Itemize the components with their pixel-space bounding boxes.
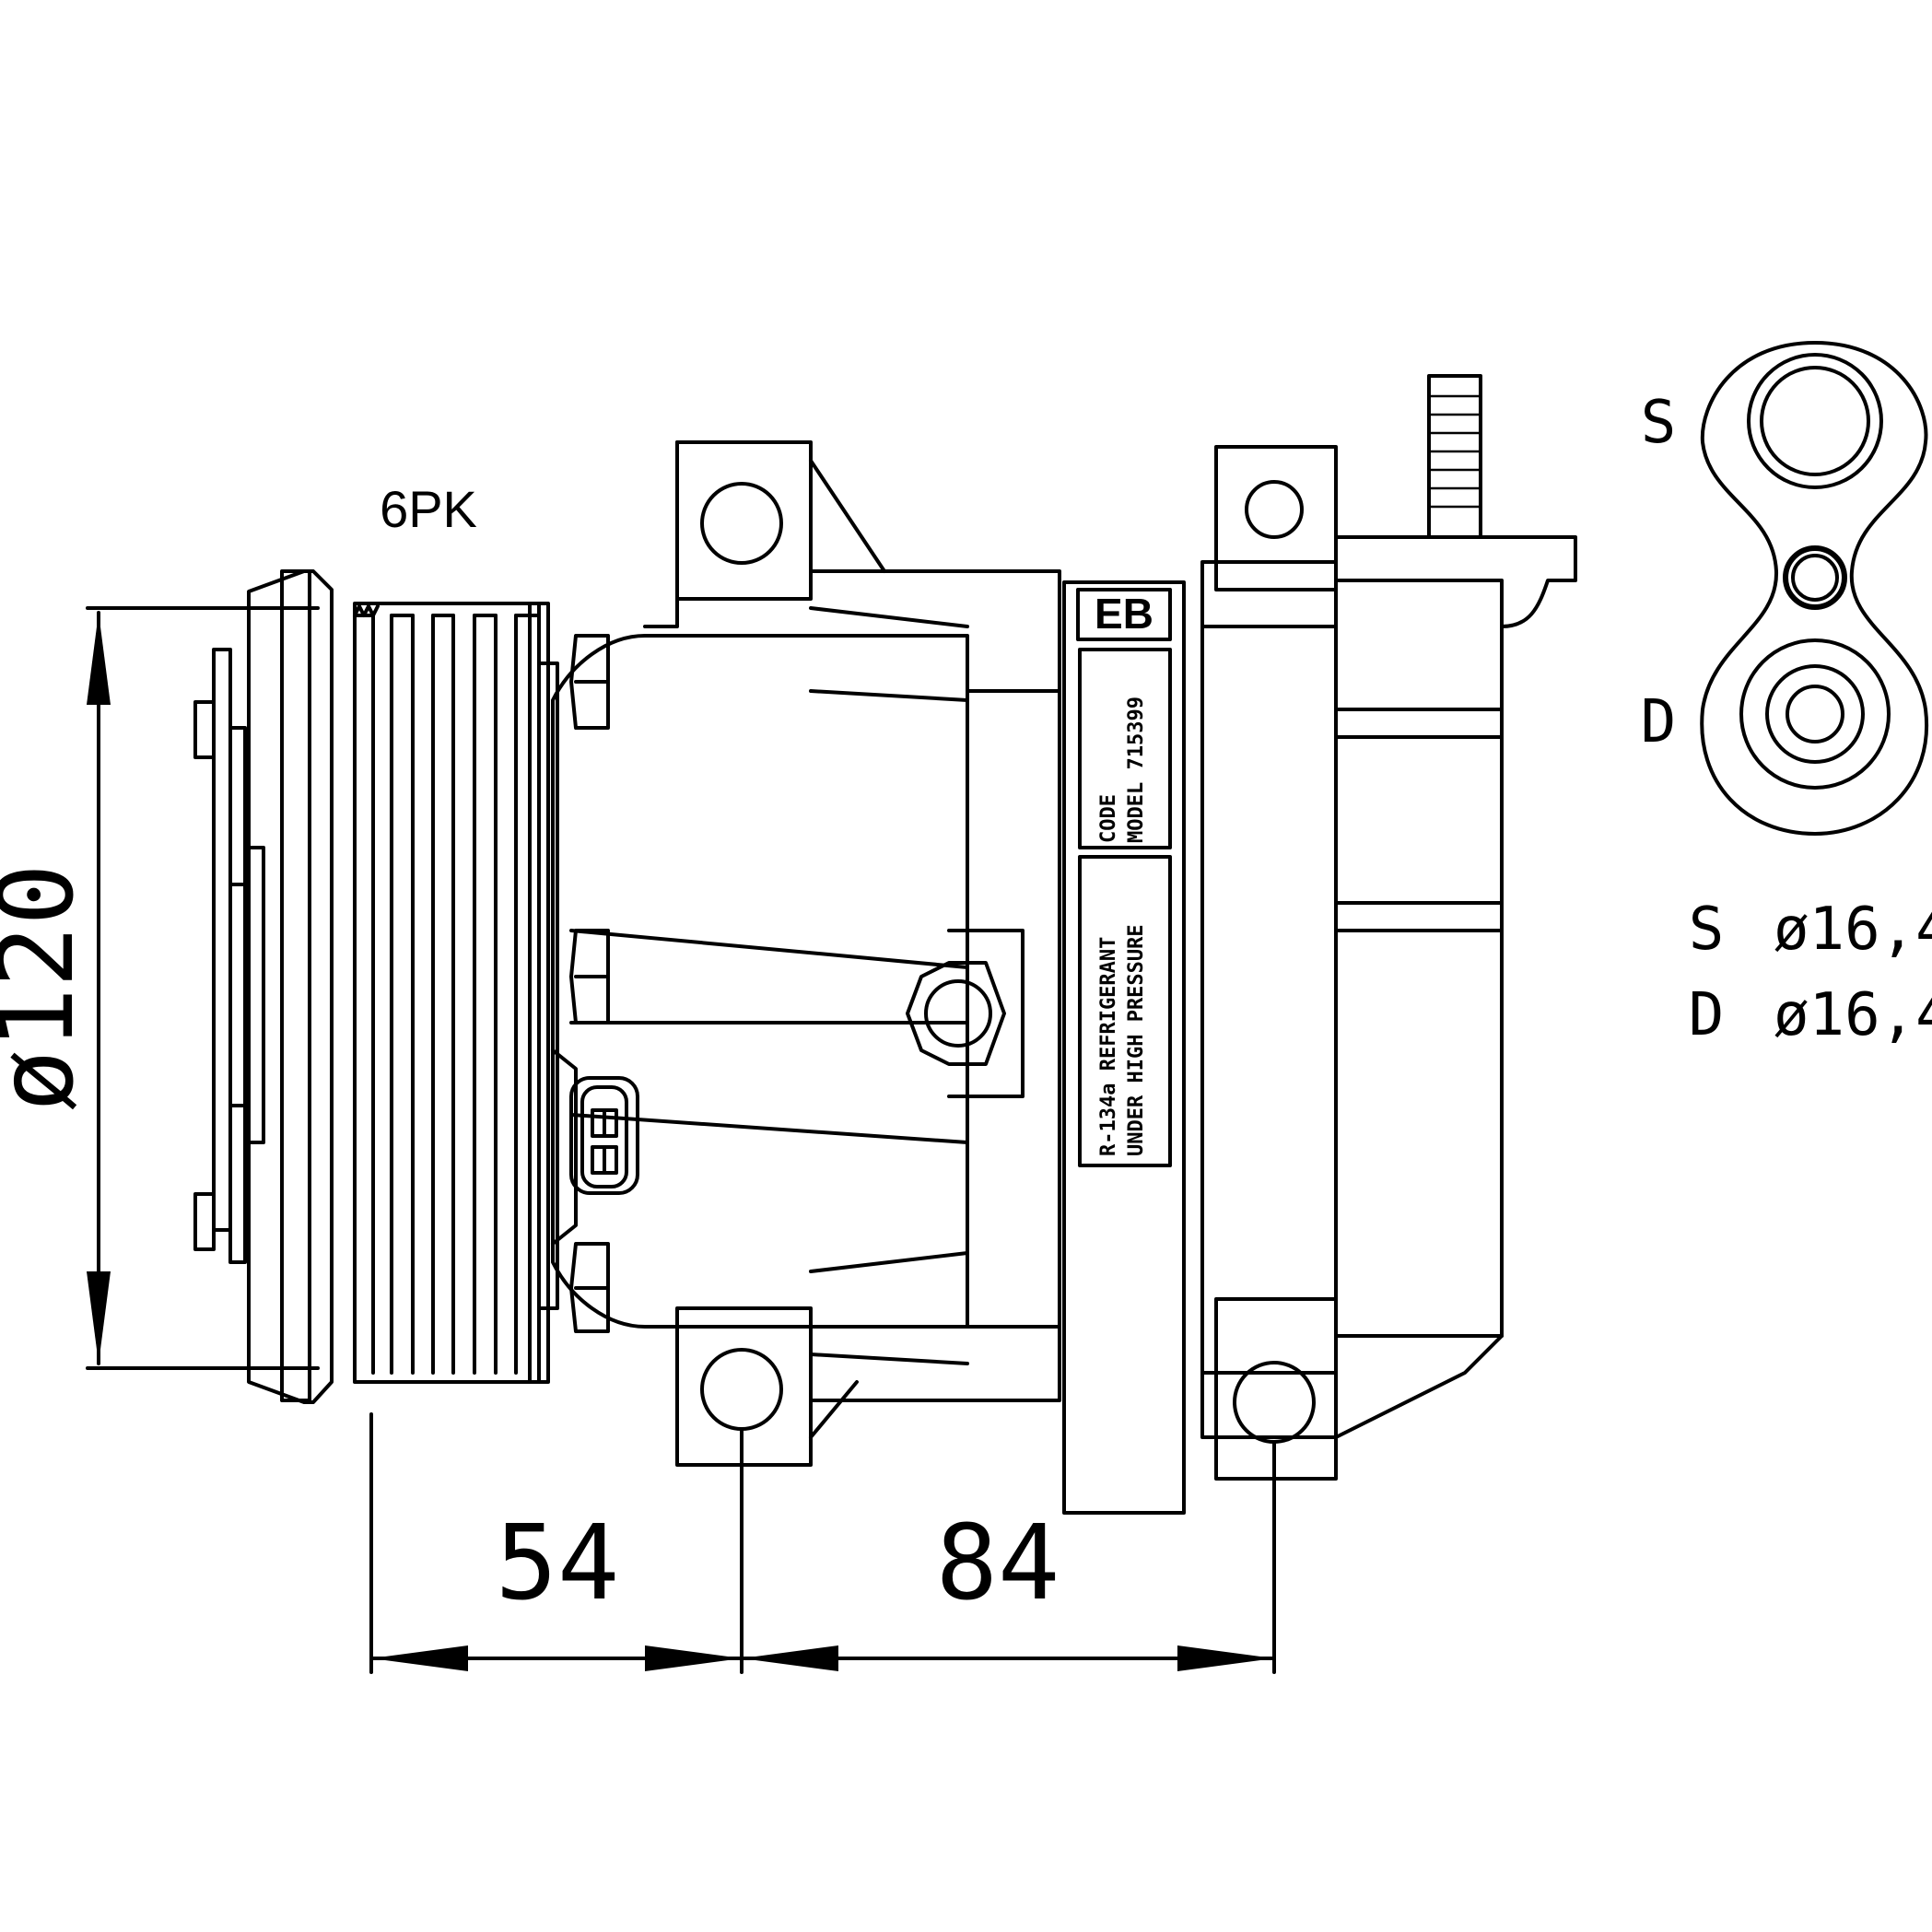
pulley	[247, 569, 559, 1404]
code-label: CODE	[1097, 794, 1120, 843]
electrical-connector	[551, 1048, 639, 1246]
port-flange	[1700, 341, 1929, 836]
rear-housing	[1200, 374, 1577, 1481]
compressor-body	[551, 440, 1061, 1467]
hex-bolt-lower	[569, 1242, 610, 1333]
hex-fitting	[906, 929, 1025, 1098]
discharge-port-outer	[1739, 638, 1891, 790]
discharge-letter: D	[1641, 688, 1677, 756]
legend-d-value: ø16,4	[1774, 981, 1932, 1049]
code-badge-box	[1076, 588, 1172, 641]
hex-bolt-upper	[569, 634, 610, 730]
suction-port-outer	[1747, 353, 1883, 489]
code-badge: EB	[1095, 590, 1153, 638]
model-line: MODEL 715399	[1125, 697, 1148, 843]
pulley-grooves	[371, 614, 518, 1375]
length-dimensions	[369, 1412, 1276, 1674]
dim-84-label: 84	[936, 1504, 1060, 1623]
diameter-label: ø120	[0, 863, 97, 1112]
belt-label: 6PK	[380, 480, 477, 538]
refrigerant-line: R-134a REFRIGERANT	[1097, 937, 1120, 1156]
seal-ring	[1783, 545, 1847, 610]
legend-s-value: ø16,4	[1774, 896, 1932, 964]
legend-s-letter: S	[1689, 896, 1725, 964]
diameter-dimension	[86, 606, 320, 1370]
clutch-plate	[193, 648, 265, 1264]
hex-bolt-middle	[569, 929, 610, 1025]
suction-letter: S	[1641, 389, 1677, 457]
nameplate: EB CODE MODEL 715399 R-134a REFRIGERANT …	[1062, 580, 1186, 1515]
pressure-line: UNDER HIGH PRESSURE	[1125, 924, 1148, 1156]
dim-54-label: 54	[496, 1504, 620, 1623]
legend-d-letter: D	[1689, 981, 1725, 1049]
